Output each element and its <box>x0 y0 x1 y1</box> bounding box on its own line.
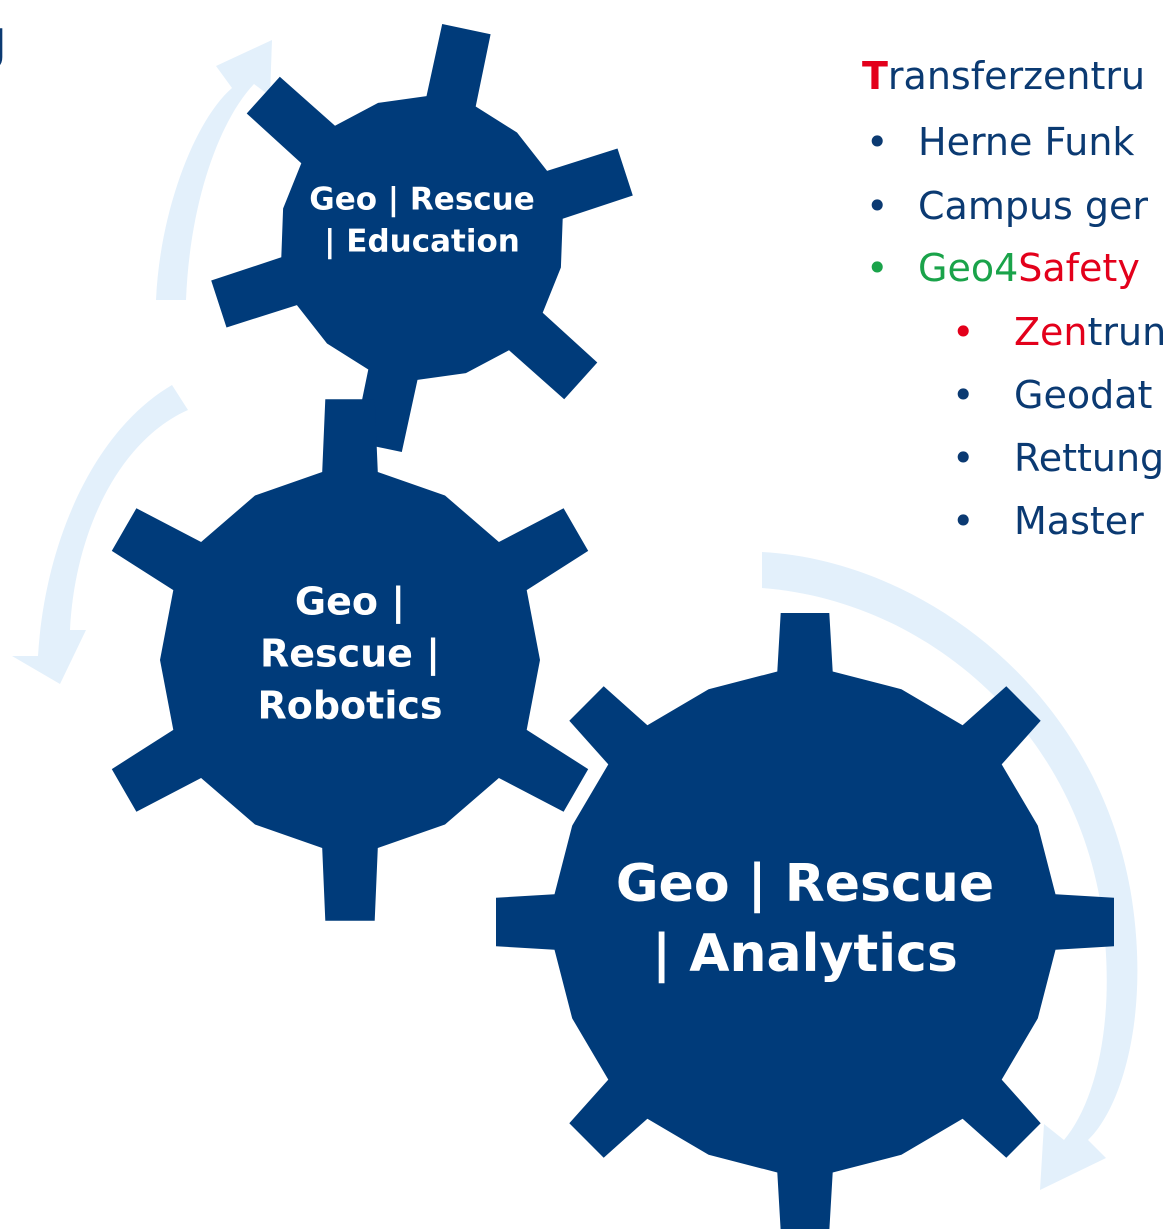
bullet-icon: • <box>866 120 889 164</box>
bullet-icon: • <box>952 310 975 354</box>
gear-medium-label: Robotics <box>257 684 442 728</box>
gear-small-label: | Education <box>324 224 520 260</box>
bullet-icon: • <box>952 499 975 543</box>
list-item: • Herne Funk <box>862 120 1134 164</box>
list-item-text-green: Geo4 <box>918 246 1019 290</box>
list-item-text: Campus ger <box>918 184 1149 228</box>
gear-medium-label: Geo | <box>295 580 405 625</box>
circular-arrow-icon <box>12 385 188 684</box>
gear-large-label: Geo | Rescue <box>616 854 994 914</box>
cropped-title-fragment: J <box>0 20 6 71</box>
list-item-text-red: Safety <box>1018 246 1140 290</box>
bullet-icon: • <box>866 246 889 290</box>
gear-small-icon <box>211 24 633 452</box>
circular-arrow-icon <box>156 40 272 300</box>
bullet-icon: • <box>866 184 889 228</box>
text-panel: Transferzentru • Herne Funk • Campus ger •… <box>862 46 1166 606</box>
gear-large-icon <box>496 613 1114 1229</box>
gear-medium-icon <box>111 399 589 921</box>
gears <box>111 24 1114 1229</box>
sub-item-text: Master <box>1014 499 1144 543</box>
bullet-icon: • <box>952 436 975 480</box>
sub-item-text: Geodat <box>1014 373 1153 417</box>
list-item-text: Herne Funk <box>918 120 1135 164</box>
sub-item-text-red: Zen <box>1014 310 1088 354</box>
bullet-icon: • <box>952 373 975 417</box>
gear-medium-label: Rescue | <box>260 632 440 677</box>
gear-large-label: | Analytics <box>652 924 958 984</box>
sub-list-item: • Rettung <box>948 436 1164 480</box>
gear-small-label: Geo | Rescue <box>309 182 535 218</box>
heading-initial: T <box>862 54 888 98</box>
sub-list-item: • Geodat <box>948 373 1152 417</box>
sub-list-item: • Master <box>948 499 1144 543</box>
circular-arrow-icon <box>762 552 1138 1190</box>
list-item: • Campus ger <box>862 184 1148 228</box>
cycle-arrows <box>12 40 1138 1190</box>
sub-list-item: • Zentrun <box>948 310 1166 354</box>
list-item: • Geo4Safety <box>862 246 1140 290</box>
sub-item-text: trun <box>1087 310 1166 354</box>
heading-rest: ransferzentru <box>887 54 1146 98</box>
panel-heading: Transferzentru <box>862 54 1145 98</box>
sub-item-text: Rettung <box>1014 436 1165 480</box>
